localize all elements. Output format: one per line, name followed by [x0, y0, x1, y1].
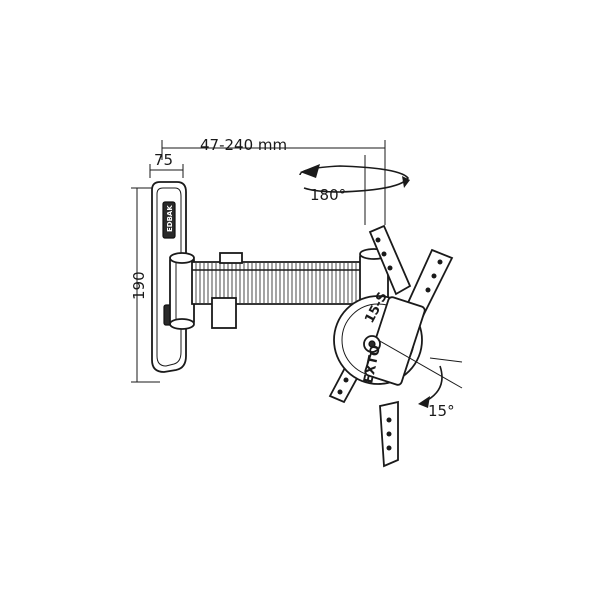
depth-dimension-label: 75 [154, 151, 173, 169]
swivel-indicator: 180° [299, 155, 410, 225]
depth-dimension: 75 [149, 151, 184, 178]
hinge-pivot [169, 252, 195, 330]
height-dimension-label: 190 [130, 271, 148, 300]
width-dimension: 47-240 mm [161, 136, 386, 225]
width-dimension-label: 47-240 mm [200, 136, 287, 154]
tilt-indicator: 15° [377, 339, 463, 420]
swing-arm [191, 252, 367, 329]
brand-label: EDBAK [166, 205, 174, 232]
swivel-angle-label: 180° [310, 186, 346, 204]
tilt-angle-label: 15° [428, 402, 455, 420]
height-dimension: 190 [130, 187, 160, 383]
